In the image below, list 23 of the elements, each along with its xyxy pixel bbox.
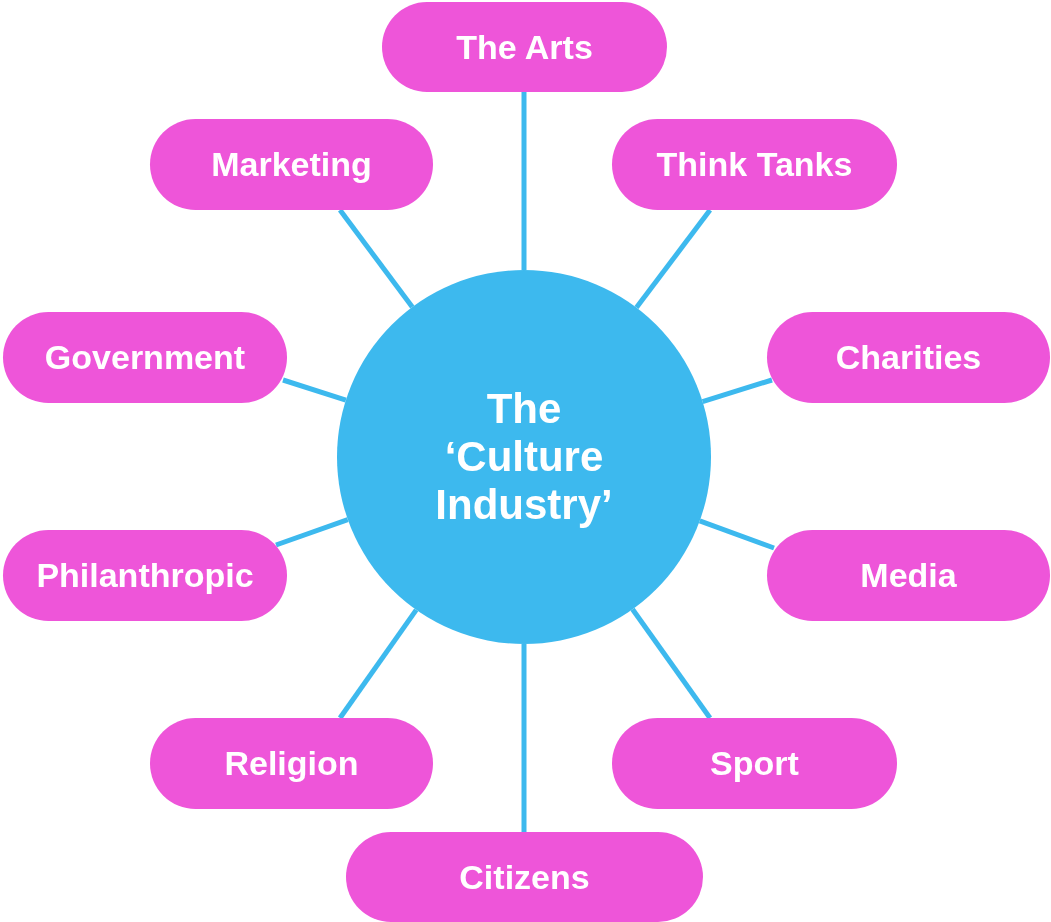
node-label: The Arts	[456, 27, 593, 67]
node-label: Charities	[835, 338, 982, 377]
node-label: Philanthropic	[36, 556, 254, 595]
connector-line	[521, 92, 527, 270]
node-label: Government	[44, 338, 246, 377]
connector-line	[698, 518, 775, 551]
connector-line	[630, 607, 713, 720]
node-label: Sport	[710, 744, 799, 783]
connector-line	[634, 208, 712, 310]
connector-line	[521, 644, 527, 832]
node-label: Citizens	[459, 857, 590, 897]
connector-line	[701, 377, 773, 404]
category-pill	[767, 312, 1050, 403]
connector-line	[338, 208, 415, 309]
connector-line	[275, 517, 349, 548]
category-pill	[767, 530, 1050, 621]
node-label: Marketing	[211, 145, 372, 184]
connector-line	[337, 608, 419, 720]
node-label: Media	[860, 556, 957, 595]
connector-line	[282, 377, 347, 403]
node-label: Think Tanks	[656, 145, 853, 184]
node-label: The ‘Culture Industry’	[434, 384, 614, 530]
node-label: Religion	[224, 744, 359, 783]
